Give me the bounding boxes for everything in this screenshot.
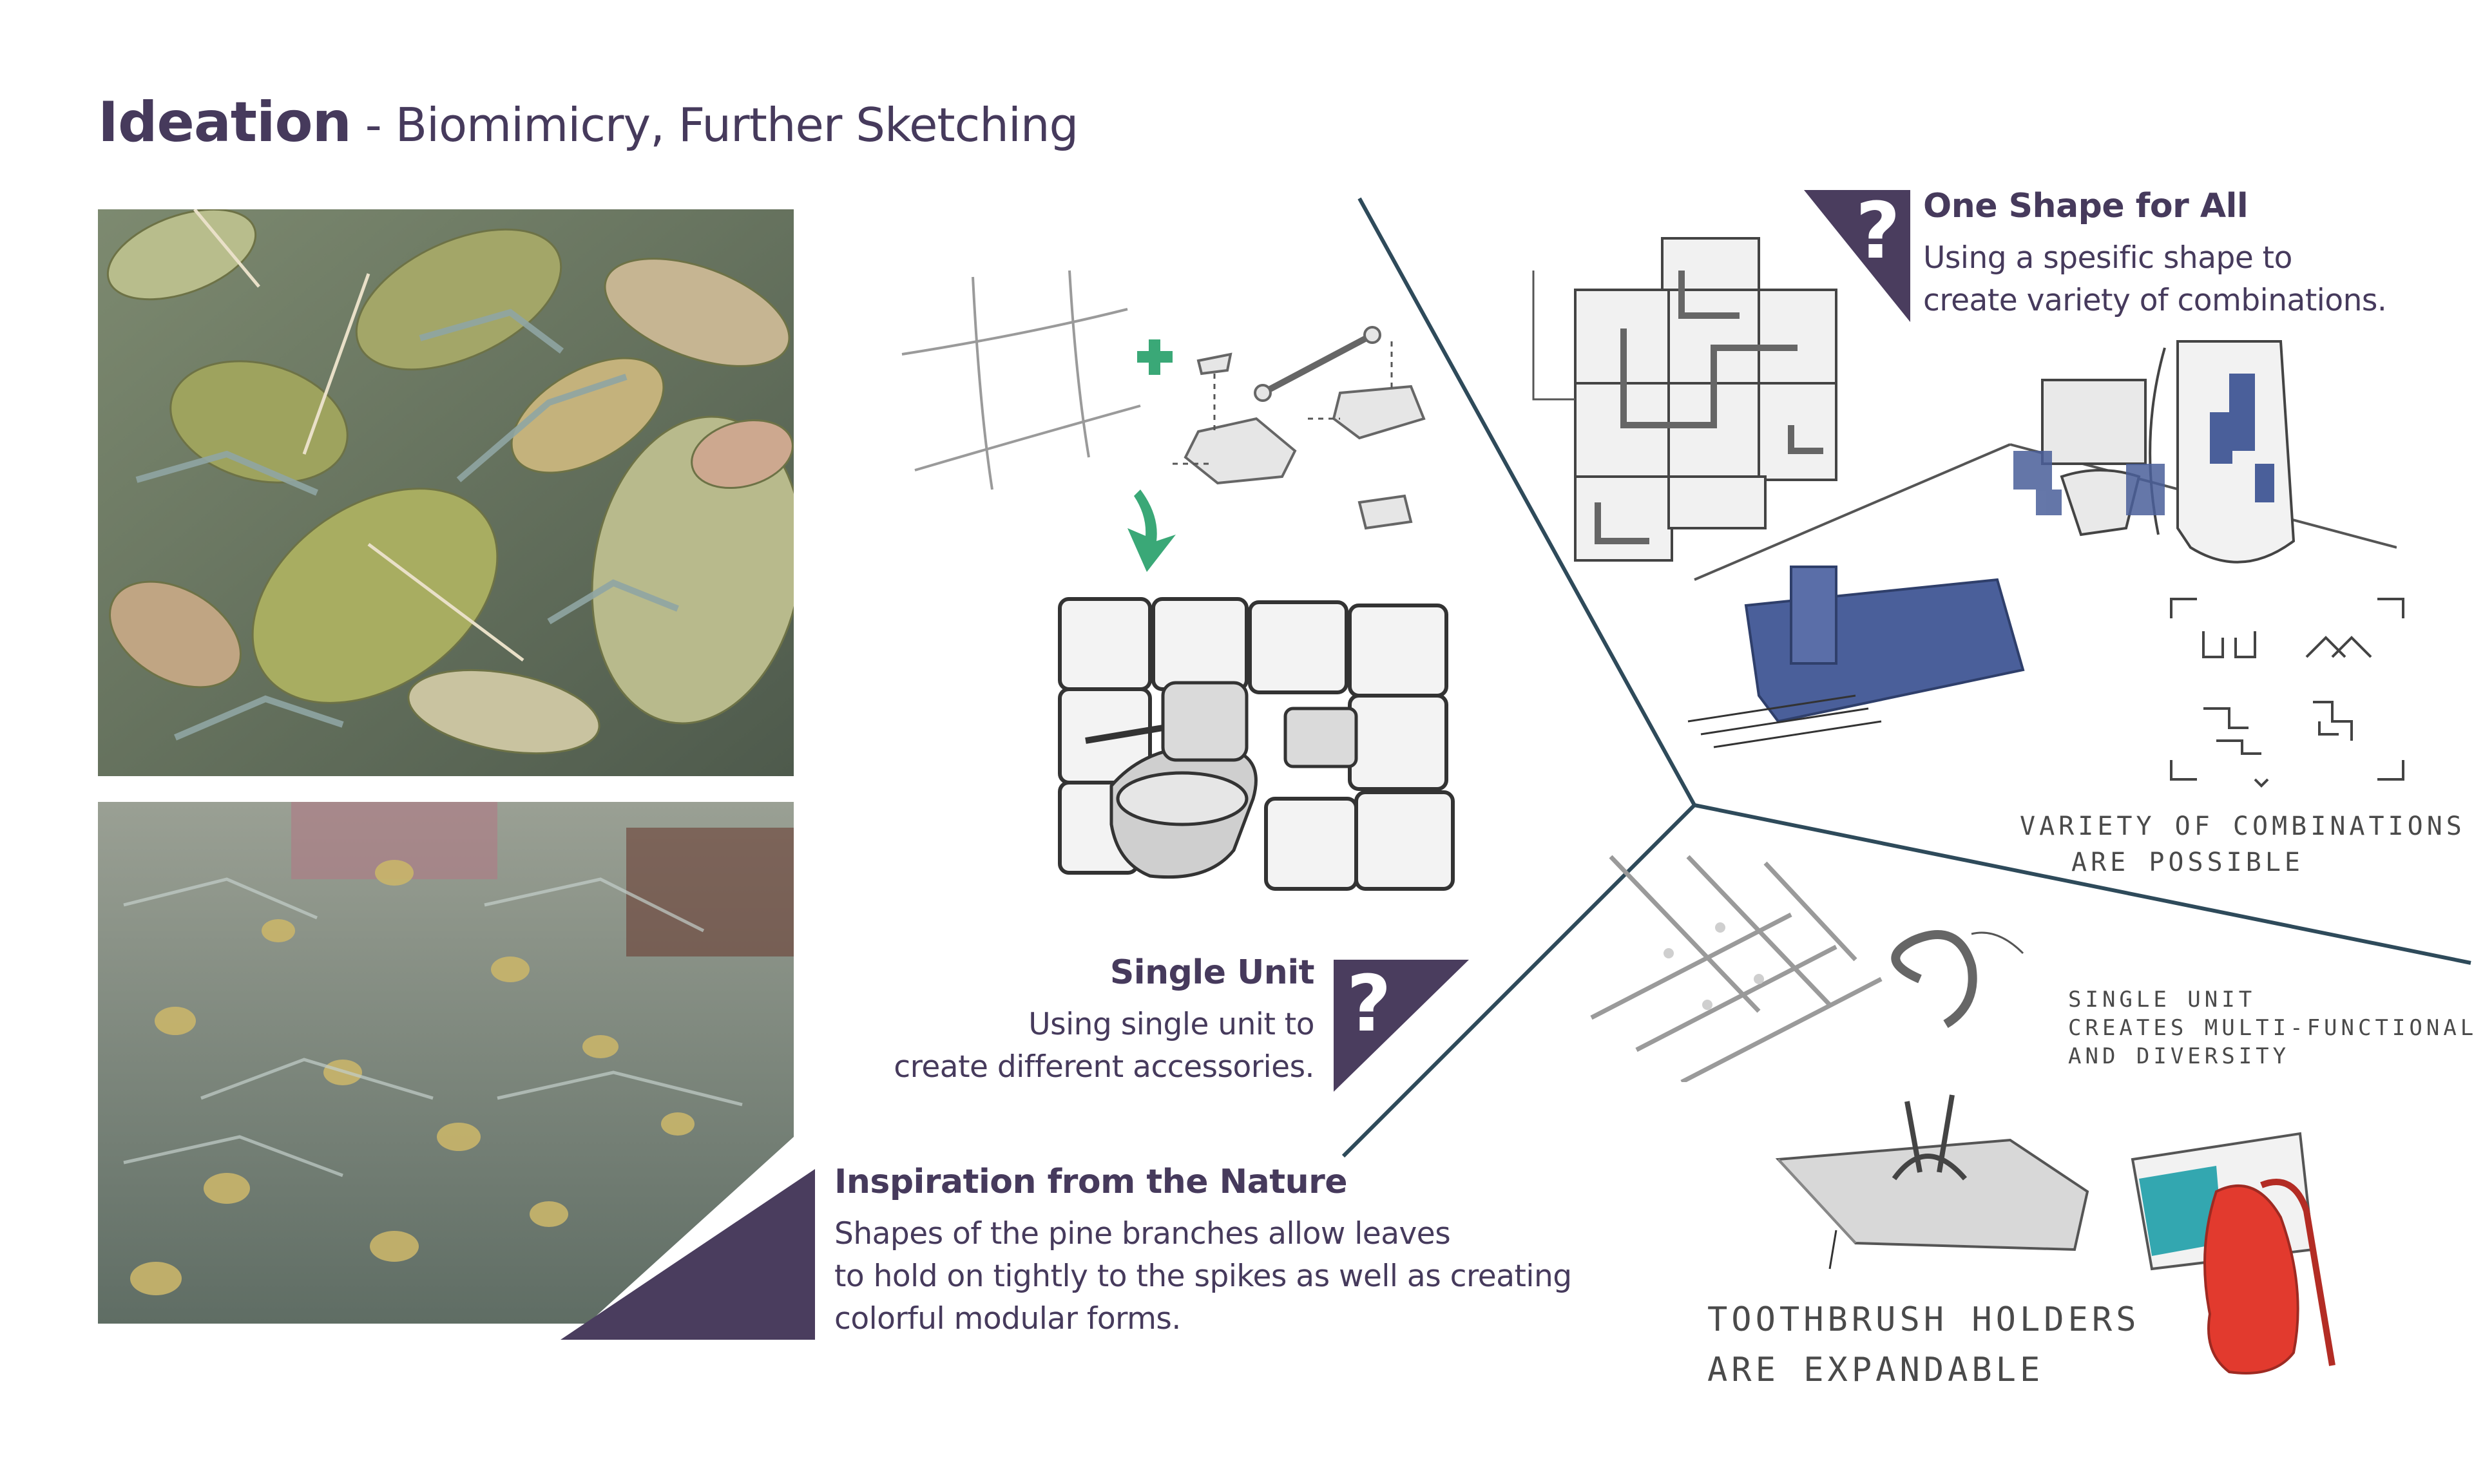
single-unit-triangle [1334, 960, 1469, 1092]
single-unit-note: SINGLE UNIT CREATES MULTI-FUNCTIONALITY … [2068, 985, 2474, 1070]
towel-hook-sketch [2126, 1121, 2371, 1391]
single-unit-parts-sketch [896, 264, 1450, 586]
inspiration-caption: Inspiration from the Nature Shapes of th… [834, 1163, 1572, 1340]
photo-pine-bush [98, 802, 794, 1324]
single-unit-note-line-1: SINGLE UNIT [2068, 987, 2256, 1013]
title-rest: - Biomimicry, Further Sketching [350, 98, 1079, 152]
single-unit-note-line-2: CREATES MULTI-FUNCTIONALITY [2068, 1015, 2474, 1041]
single-unit-note-line-3: AND DIVERSITY [2068, 1043, 2290, 1069]
combinations-sketch [2165, 593, 2410, 792]
toothbrush-note: TOOTHBRUSH HOLDERS ARE EXPANDABLE [1707, 1295, 2140, 1395]
variety-note: VARIETY OF COMBINATIONS ARE POSSIBLE [2020, 808, 2466, 880]
arrow-down-icon [1121, 490, 1185, 573]
divider-lines [1341, 197, 2471, 1158]
inspiration-heading: Inspiration from the Nature [834, 1163, 1348, 1201]
one-shape-line-1: Using a spesific shape to [1923, 240, 2292, 276]
one-shape-caption: One Shape for All Using a spesific shape… [1923, 187, 2387, 322]
one-shape-triangle [1804, 190, 1910, 322]
plus-icon [1137, 339, 1173, 375]
one-shape-heading: One Shape for All [1923, 187, 2249, 225]
toothbrush-note-line-2: ARE EXPANDABLE [1707, 1351, 2044, 1389]
variety-note-line-1: VARIETY OF COMBINATIONS [2020, 812, 2466, 841]
variety-note-line-2: ARE POSSIBLE [2071, 848, 2304, 877]
tile-pattern-sketch [1520, 232, 1843, 567]
hook-grid-sketch [1572, 850, 2049, 1082]
page-title: Ideation - Biomimicry, Further Sketching [98, 90, 1079, 155]
photo-leaves [98, 209, 794, 776]
single-unit-heading: Single Unit [1109, 953, 1315, 992]
divider-lower [1341, 803, 1696, 1158]
divider-upper [1357, 197, 1696, 806]
title-strong: Ideation [98, 90, 352, 155]
divider-right [1694, 803, 2471, 965]
single-unit-line-1: Using single unit to [1028, 1007, 1314, 1042]
bathroom-wall-sketch [1053, 593, 1504, 928]
bathroom-tub-sketch [1662, 335, 2397, 799]
toothbrush-note-line-1: TOOTHBRUSH HOLDERS [1707, 1300, 2140, 1339]
inspiration-triangle [561, 1169, 815, 1340]
single-unit-caption: Single Unit Using single unit to create … [889, 953, 1314, 1089]
one-shape-line-2: create variety of combinations. [1923, 283, 2387, 318]
question-mark-icon: ? [1856, 187, 1901, 276]
inspiration-line-3: colorful modular forms. [834, 1301, 1181, 1337]
inspiration-line-1: Shapes of the pine branches allow leaves [834, 1216, 1451, 1251]
question-mark-icon: ? [1347, 960, 1392, 1049]
single-unit-line-2: create different accessories. [894, 1049, 1314, 1085]
toothbrush-holder-sketch [1765, 1082, 2100, 1288]
inspiration-line-2: to hold on tightly to the spikes as well… [834, 1259, 1572, 1294]
